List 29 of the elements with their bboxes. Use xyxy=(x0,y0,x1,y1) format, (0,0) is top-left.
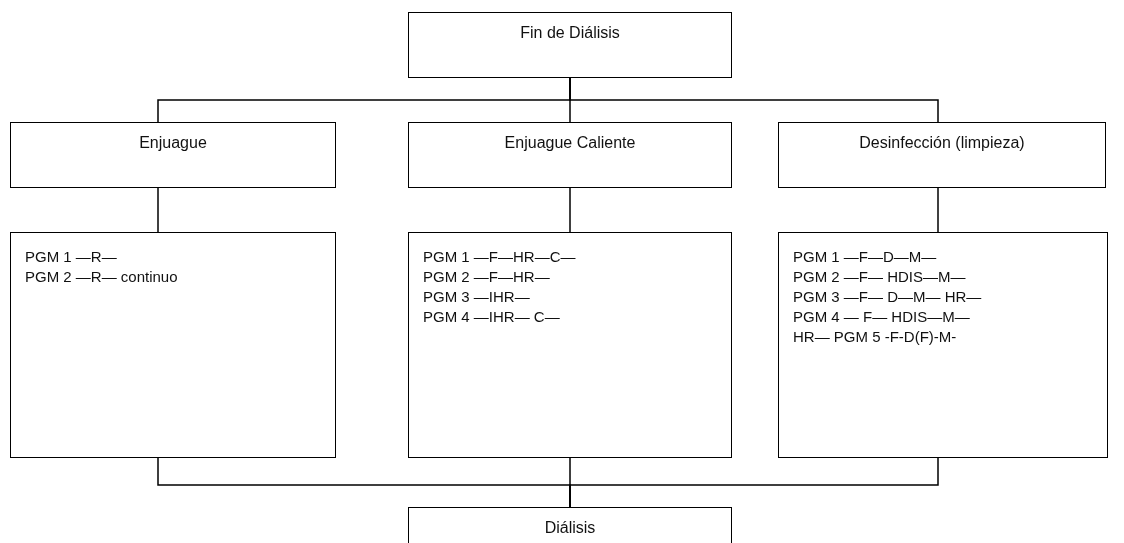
connector-line xyxy=(569,77,939,123)
process-box xyxy=(778,122,1106,188)
program-list-box xyxy=(778,232,1108,458)
program-line: PGM 2 —R— continuo xyxy=(25,267,178,287)
program-line: PGM 2 —F—HR— xyxy=(423,267,550,287)
process-box xyxy=(10,122,336,188)
connector-line xyxy=(157,187,159,233)
connector-line xyxy=(937,187,939,233)
program-line: PGM 3 —IHR— xyxy=(423,287,530,307)
program-line: PGM 4 — F— HDIS—M— xyxy=(793,307,970,327)
box-title: Diálisis xyxy=(544,518,596,538)
program-list-box xyxy=(408,232,732,458)
program-line: HR— PGM 5 -F-D(F)-M- xyxy=(793,327,957,347)
program-line: PGM 2 —F— HDIS—M— xyxy=(793,267,966,287)
program-line: PGM 1 —R— xyxy=(25,247,117,267)
box-title: Enjuague xyxy=(139,133,207,153)
process-box xyxy=(408,122,732,188)
program-list-box xyxy=(10,232,336,458)
process-box xyxy=(408,12,732,78)
program-line: PGM 1 —F—D—M— xyxy=(793,247,937,267)
program-line: PGM 3 —F— D—M— HR— xyxy=(793,287,982,307)
program-line: PGM 4 —IHR— C— xyxy=(423,307,560,327)
box-title: Enjuague Caliente xyxy=(504,133,636,153)
box-title: Desinfección (limpieza) xyxy=(859,133,1025,153)
connector-line xyxy=(569,457,939,508)
box-title: Fin de Diálisis xyxy=(520,23,620,43)
connector-line xyxy=(569,187,571,233)
process-box xyxy=(408,507,732,543)
program-line: PGM 1 —F—HR—C— xyxy=(423,247,576,267)
